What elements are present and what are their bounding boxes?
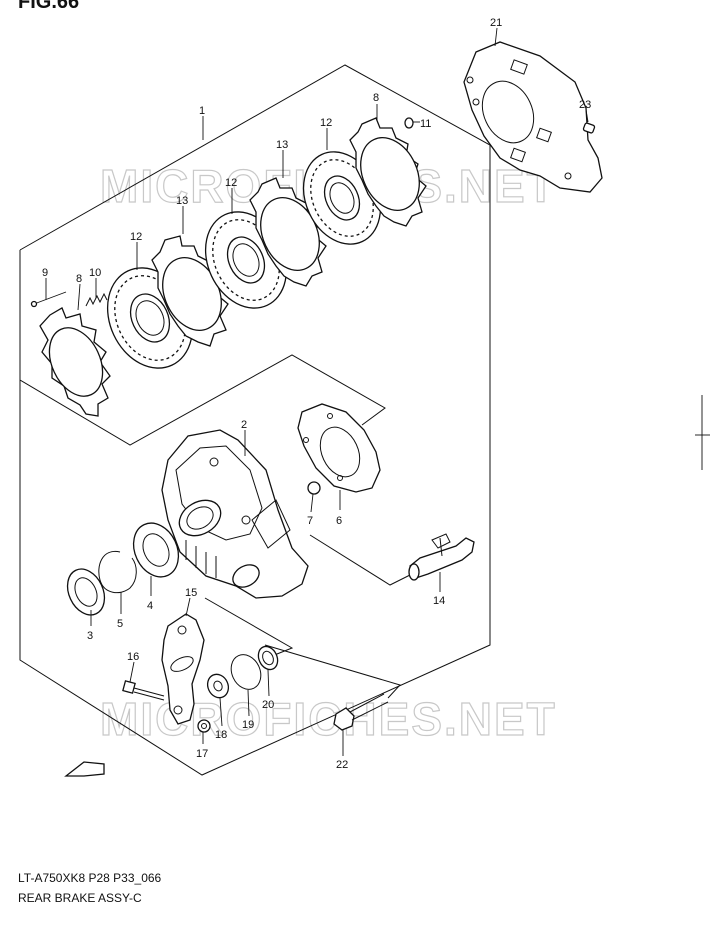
callout-12-c: 12 xyxy=(320,117,332,129)
separator-plate-8-right xyxy=(349,117,427,227)
ring-20 xyxy=(257,645,279,671)
watermark-bottom: MICROFICHES.NET xyxy=(100,693,557,745)
callout-18: 18 xyxy=(215,729,227,741)
bolt-16 xyxy=(122,680,165,701)
assembly-outline xyxy=(19,64,491,776)
disc-group-bracket xyxy=(19,354,386,446)
callout-6: 6 xyxy=(336,515,342,527)
callout-11: 11 xyxy=(420,118,431,130)
callout-16: 16 xyxy=(127,651,139,663)
plate-6 xyxy=(297,403,381,493)
callout-9: 9 xyxy=(42,267,48,279)
shaft-bracket xyxy=(309,534,421,586)
callout-13-a: 13 xyxy=(176,195,188,207)
callout-1: 1 xyxy=(199,105,205,117)
pin-9 xyxy=(30,291,67,308)
footer-code: LT-A750XK8 P28 P33_066 xyxy=(18,871,162,885)
callout-12-a: 12 xyxy=(130,231,142,243)
ball-7 xyxy=(307,481,321,495)
callout-17: 17 xyxy=(196,748,208,760)
caliper-bracket xyxy=(204,597,294,661)
callout-3: 3 xyxy=(87,630,93,642)
gasket-21 xyxy=(463,41,603,193)
bolt-bracket xyxy=(264,644,401,699)
callout-8-lower: 8 xyxy=(76,273,82,285)
callout-13-b: 13 xyxy=(276,139,288,151)
callout-10: 10 xyxy=(89,267,101,279)
separator-plate-8-left xyxy=(39,307,111,417)
callout-4: 4 xyxy=(147,600,153,612)
bolt-22 xyxy=(333,693,389,731)
callout-19: 19 xyxy=(242,719,254,731)
callout-7: 7 xyxy=(307,515,313,527)
bearing-4 xyxy=(132,522,180,578)
spring-10 xyxy=(85,292,108,307)
clip-19 xyxy=(230,654,262,690)
callout-23: 23 xyxy=(579,99,591,111)
nut-17 xyxy=(197,719,211,733)
friction-disc-12-c xyxy=(302,151,382,245)
callout-22: 22 xyxy=(336,759,348,771)
washer-18 xyxy=(206,673,230,699)
callout-12-b: 12 xyxy=(225,177,237,189)
washer-11 xyxy=(404,117,414,129)
dowel-23 xyxy=(582,122,596,134)
callout-15: 15 xyxy=(185,587,197,599)
circlip-5 xyxy=(98,550,137,594)
callout-5: 5 xyxy=(117,618,123,630)
lever-15 xyxy=(161,613,205,725)
oil-seal-3 xyxy=(66,568,106,616)
callout-2: 2 xyxy=(241,419,247,431)
callout-21: 21 xyxy=(490,17,502,29)
callout-8-upper: 8 xyxy=(373,92,379,104)
shaft-14 xyxy=(408,533,475,581)
footer-title: REAR BRAKE ASSY-C xyxy=(18,891,142,905)
caliper-housing-2 xyxy=(161,429,309,599)
callout-20: 20 xyxy=(262,699,274,711)
fwd-arrow-icon: FWD xyxy=(64,761,105,777)
figure-label: FIG.66 xyxy=(18,0,79,13)
callout-14: 14 xyxy=(433,595,445,607)
fwd-label: FWD xyxy=(84,767,100,774)
